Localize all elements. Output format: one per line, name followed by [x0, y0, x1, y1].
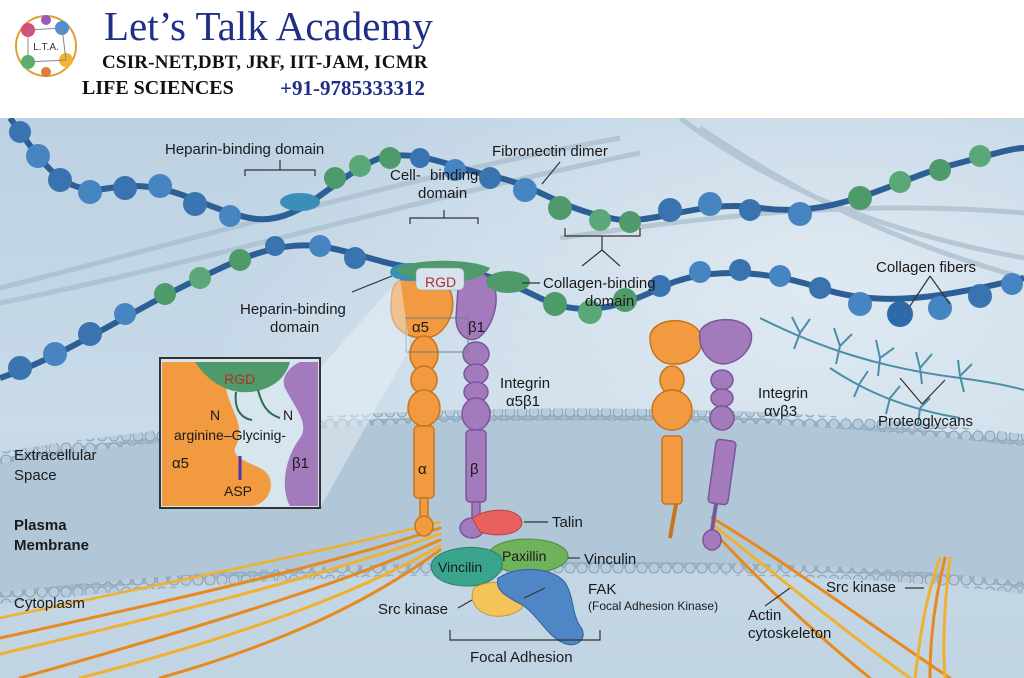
academy-logo-icon: L.T.A.	[15, 15, 77, 77]
cell-binding-domain	[390, 260, 530, 293]
alphav-subunit	[649, 320, 703, 539]
talin-shape	[471, 509, 523, 536]
label-alpha: α	[418, 461, 427, 478]
label-integrin-a5b1-2: α5β1	[506, 393, 540, 410]
label-collagen-binding-2: domain	[585, 293, 634, 310]
label-src-kinase-right: Src kinase	[826, 579, 896, 596]
label-heparin-left-2: domain	[270, 319, 319, 336]
inset-source-box	[405, 317, 469, 353]
inset-a5: α5	[172, 455, 189, 472]
inset-asp: ASP	[224, 483, 252, 499]
inset-n-right: N	[283, 407, 293, 423]
vinculin-shape	[430, 546, 503, 587]
label-cytoplasm: Cytoplasm	[14, 595, 85, 612]
header-banner: L.T.A. Let’s Talk Academy CSIR-NET,DBT, …	[0, 0, 1024, 118]
life-sciences-label: LIFE SCIENCES	[82, 77, 234, 99]
label-rgd-integrin: RGD	[425, 274, 456, 290]
label-fak-full: (Focal Adhesion Kinase)	[588, 599, 718, 613]
label-b1-integrin: β1	[468, 319, 485, 336]
label-fak: FAK	[588, 581, 616, 598]
label-fibronectin-dimer: Fibronectin dimer	[492, 143, 608, 160]
beta1-subunit	[455, 272, 497, 539]
label-src-kinase-left: Src kinase	[378, 601, 448, 618]
label-integrin-a5b1-1: Integrin	[500, 375, 550, 392]
fibronectin-strand-top	[7, 118, 1024, 233]
integrin-a5b1	[390, 272, 497, 539]
label-focal-adhesion: Focal Adhesion	[470, 649, 573, 666]
annotation-lines	[244, 160, 951, 641]
label-cell-binding-1: Cell-	[390, 167, 421, 184]
label-actin-2: cytoskeleton	[748, 625, 831, 642]
inset-b1: β1	[292, 455, 309, 472]
label-heparin-left-1: Heparin-binding	[240, 301, 346, 318]
rgd-binding-inset	[159, 278, 410, 509]
proteoglycans	[759, 316, 1024, 425]
label-cell-binding-2: binding	[430, 167, 478, 184]
exam-list: CSIR-NET,DBT, JRF, IIT-JAM, ICMR	[102, 52, 428, 73]
actin-filaments-right	[710, 516, 952, 678]
label-collagen-binding-1: Collagen-binding	[543, 275, 656, 292]
label-extracellular-2: Space	[14, 467, 57, 484]
focal-adhesion-complex	[430, 509, 584, 646]
label-plasma-membrane-2: Membrane	[14, 537, 89, 554]
logo-lettering: L.T.A.	[33, 42, 59, 53]
label-vinculin-right: Vinculin	[584, 551, 636, 568]
label-talin: Talin	[552, 514, 583, 531]
inset-n-left: N	[210, 407, 220, 423]
label-paxillin: Paxillin	[502, 548, 546, 564]
label-collagen-fibers: Collagen fibers	[876, 259, 976, 276]
phone-number: +91-9785333312	[280, 76, 425, 100]
alpha5-subunit	[390, 273, 454, 537]
label-a5-integrin: α5	[412, 319, 429, 336]
label-proteoglycans: Proteoglycans	[878, 413, 973, 430]
inset-arginine-glycine: arginine–Glycinig-	[174, 427, 286, 443]
fak-shape	[496, 568, 584, 646]
label-heparin-binding-top: Heparin-binding domain	[165, 141, 324, 158]
label-plasma-membrane-1: Plasma	[14, 517, 67, 534]
label-extracellular-1: Extracellular	[14, 447, 97, 464]
page-title: Let’s Talk Academy	[104, 3, 433, 49]
diagram-labels: Heparin-binding domain Fibronectin dimer…	[14, 141, 976, 666]
inset-rgd: RGD	[224, 371, 255, 387]
integrin-avb3	[649, 318, 753, 551]
label-cell-binding-3: domain	[418, 185, 467, 202]
cytoplasm-region	[0, 573, 1024, 678]
integrin-diagram: Heparin-binding domain Fibronectin dimer…	[0, 118, 1024, 678]
label-integrin-avb3-1: Integrin	[758, 385, 808, 402]
label-integrin-avb3-2: αvβ3	[764, 403, 797, 420]
label-beta: β	[470, 461, 479, 478]
label-vinculin-left: Vincilin	[438, 559, 482, 575]
actin-filaments-left	[0, 520, 442, 678]
label-actin-1: Actin	[748, 607, 781, 624]
beta3-subunit	[699, 318, 753, 551]
